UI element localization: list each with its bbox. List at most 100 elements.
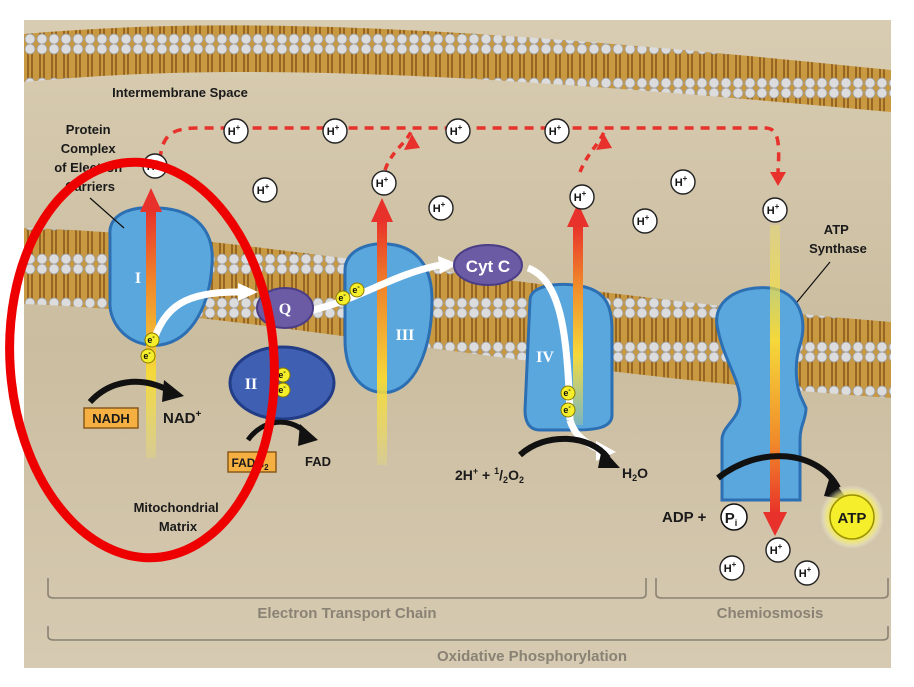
svg-text:H+: H+ xyxy=(799,565,812,580)
pi-label: Pi xyxy=(725,510,738,528)
proton-ions: H+H+H+H+H+H+H+H+H+H+H+H+H+H+H+ xyxy=(142,118,820,586)
water-label: H2O xyxy=(622,465,648,483)
electron: e- xyxy=(140,348,156,364)
chemiosmosis-bracket xyxy=(655,578,889,599)
h-ion: H+ xyxy=(544,118,570,144)
proton-arrowhead-4 xyxy=(596,134,612,150)
electron-flow-2 xyxy=(304,261,441,316)
electron: e- xyxy=(335,290,351,306)
svg-text:H+: H+ xyxy=(724,560,737,575)
atp-reaction-arrow xyxy=(716,453,841,490)
h-ion: H+ xyxy=(765,537,791,563)
electron: e- xyxy=(144,332,160,348)
adp-label: ADP + xyxy=(662,509,707,526)
h-ion: H+ xyxy=(670,169,696,195)
nadh-box xyxy=(83,407,139,429)
svg-text:H+: H+ xyxy=(637,213,650,228)
proton-arrow-4 xyxy=(573,225,583,425)
h-ion: H+ xyxy=(371,170,397,196)
h-ion: H+ xyxy=(445,118,471,144)
nadh-reaction-arrow xyxy=(87,378,170,405)
water-reaction-arrowhead xyxy=(598,448,620,468)
atp-synthase xyxy=(715,286,808,502)
protein-complex-pointer xyxy=(89,197,125,229)
h-ion: H+ xyxy=(719,555,745,581)
electron: e- xyxy=(349,282,365,298)
svg-text:e-: e- xyxy=(278,369,286,380)
complex-3-label: III xyxy=(396,327,415,344)
h-ion: H+ xyxy=(632,208,658,234)
svg-text:e-: e- xyxy=(147,334,155,345)
svg-text:e-: e- xyxy=(143,350,151,361)
electron: e- xyxy=(560,402,576,418)
cytochrome-c xyxy=(453,244,523,286)
h-ion: H+ xyxy=(428,195,454,221)
inner-membrane xyxy=(24,228,891,398)
intermembrane-space-label: Intermembrane Space xyxy=(112,85,248,100)
h-ion: H+ xyxy=(252,177,278,203)
h-ion: H+ xyxy=(569,184,595,210)
proton-arrow-synthase xyxy=(770,225,780,515)
chemiosmosis-label: Chemiosmosis xyxy=(717,605,824,622)
proton-arrowhead-3-up xyxy=(371,198,393,222)
cyt-c-label: Cyt C xyxy=(466,257,510,276)
water-reaction-arrow xyxy=(517,435,611,460)
etc-bracket xyxy=(47,578,647,599)
h-ion: H+ xyxy=(794,560,820,586)
proton-arrowhead-synthase xyxy=(770,172,786,186)
fad-label: FAD xyxy=(305,454,331,469)
electron-flow-1-head xyxy=(238,283,258,301)
svg-text:H+: H+ xyxy=(327,123,340,138)
svg-text:e-: e- xyxy=(338,292,346,303)
etc-label: Electron Transport Chain xyxy=(257,605,436,622)
outer-membrane xyxy=(24,25,891,112)
nadh-reaction-arrowhead xyxy=(162,380,184,402)
svg-text:H+: H+ xyxy=(257,182,270,197)
svg-text:e-: e- xyxy=(278,384,286,395)
svg-text:e-: e- xyxy=(563,404,571,415)
phosphate-circle xyxy=(720,503,748,531)
proton-arrowhead-synthase-down xyxy=(763,512,787,536)
proton-arrow-3 xyxy=(377,220,387,465)
mitochondrial-matrix-label: Mitochondrial Matrix xyxy=(134,500,223,534)
svg-text:H+: H+ xyxy=(770,542,783,557)
complex-4-label: IV xyxy=(536,349,554,366)
proton-path-dashed xyxy=(158,126,781,173)
h-ion: H+ xyxy=(762,197,788,223)
proton-path-branch-4 xyxy=(578,129,607,173)
svg-text:H+: H+ xyxy=(675,174,688,189)
svg-text:H+: H+ xyxy=(549,123,562,138)
atp-circle xyxy=(829,494,875,540)
complex-2-label: II xyxy=(245,376,257,393)
svg-text:H+: H+ xyxy=(433,200,446,215)
electrons: e-e-e-e-e-e-e-e- xyxy=(140,282,576,418)
proton-arrowhead-3 xyxy=(404,134,420,150)
svg-text:H+: H+ xyxy=(376,175,389,190)
proton-path-branch-3 xyxy=(383,129,414,171)
proton-arrowhead-4-up xyxy=(567,203,589,227)
oxphos-bracket xyxy=(47,626,889,641)
oxphos-label: Oxidative Phosphorylation xyxy=(437,648,627,665)
oxygen-reaction-label: 2H+ + 1/2O2 xyxy=(455,466,524,485)
nadh-label: NADH xyxy=(92,411,130,426)
complex-1-label: I xyxy=(135,270,141,287)
svg-text:H+: H+ xyxy=(228,123,241,138)
h-ion: H+ xyxy=(322,118,348,144)
proton-arrowhead-1 xyxy=(140,188,162,212)
atp-synthase-pointer xyxy=(796,261,831,303)
svg-text:e-: e- xyxy=(563,387,571,398)
electron-flow-2-head xyxy=(438,256,458,274)
svg-text:e-: e- xyxy=(352,284,360,295)
svg-text:H+: H+ xyxy=(574,189,587,204)
svg-text:H+: H+ xyxy=(767,202,780,217)
electron: e- xyxy=(560,385,576,401)
nad-label: NAD+ xyxy=(163,409,202,427)
annotation-red-ellipse xyxy=(5,157,279,563)
atp-label: ATP xyxy=(838,510,867,527)
h-ion: H+ xyxy=(223,118,249,144)
fadh2-reaction-arrowhead xyxy=(298,424,318,446)
svg-text:H+: H+ xyxy=(450,123,463,138)
q-label: Q xyxy=(279,301,291,318)
